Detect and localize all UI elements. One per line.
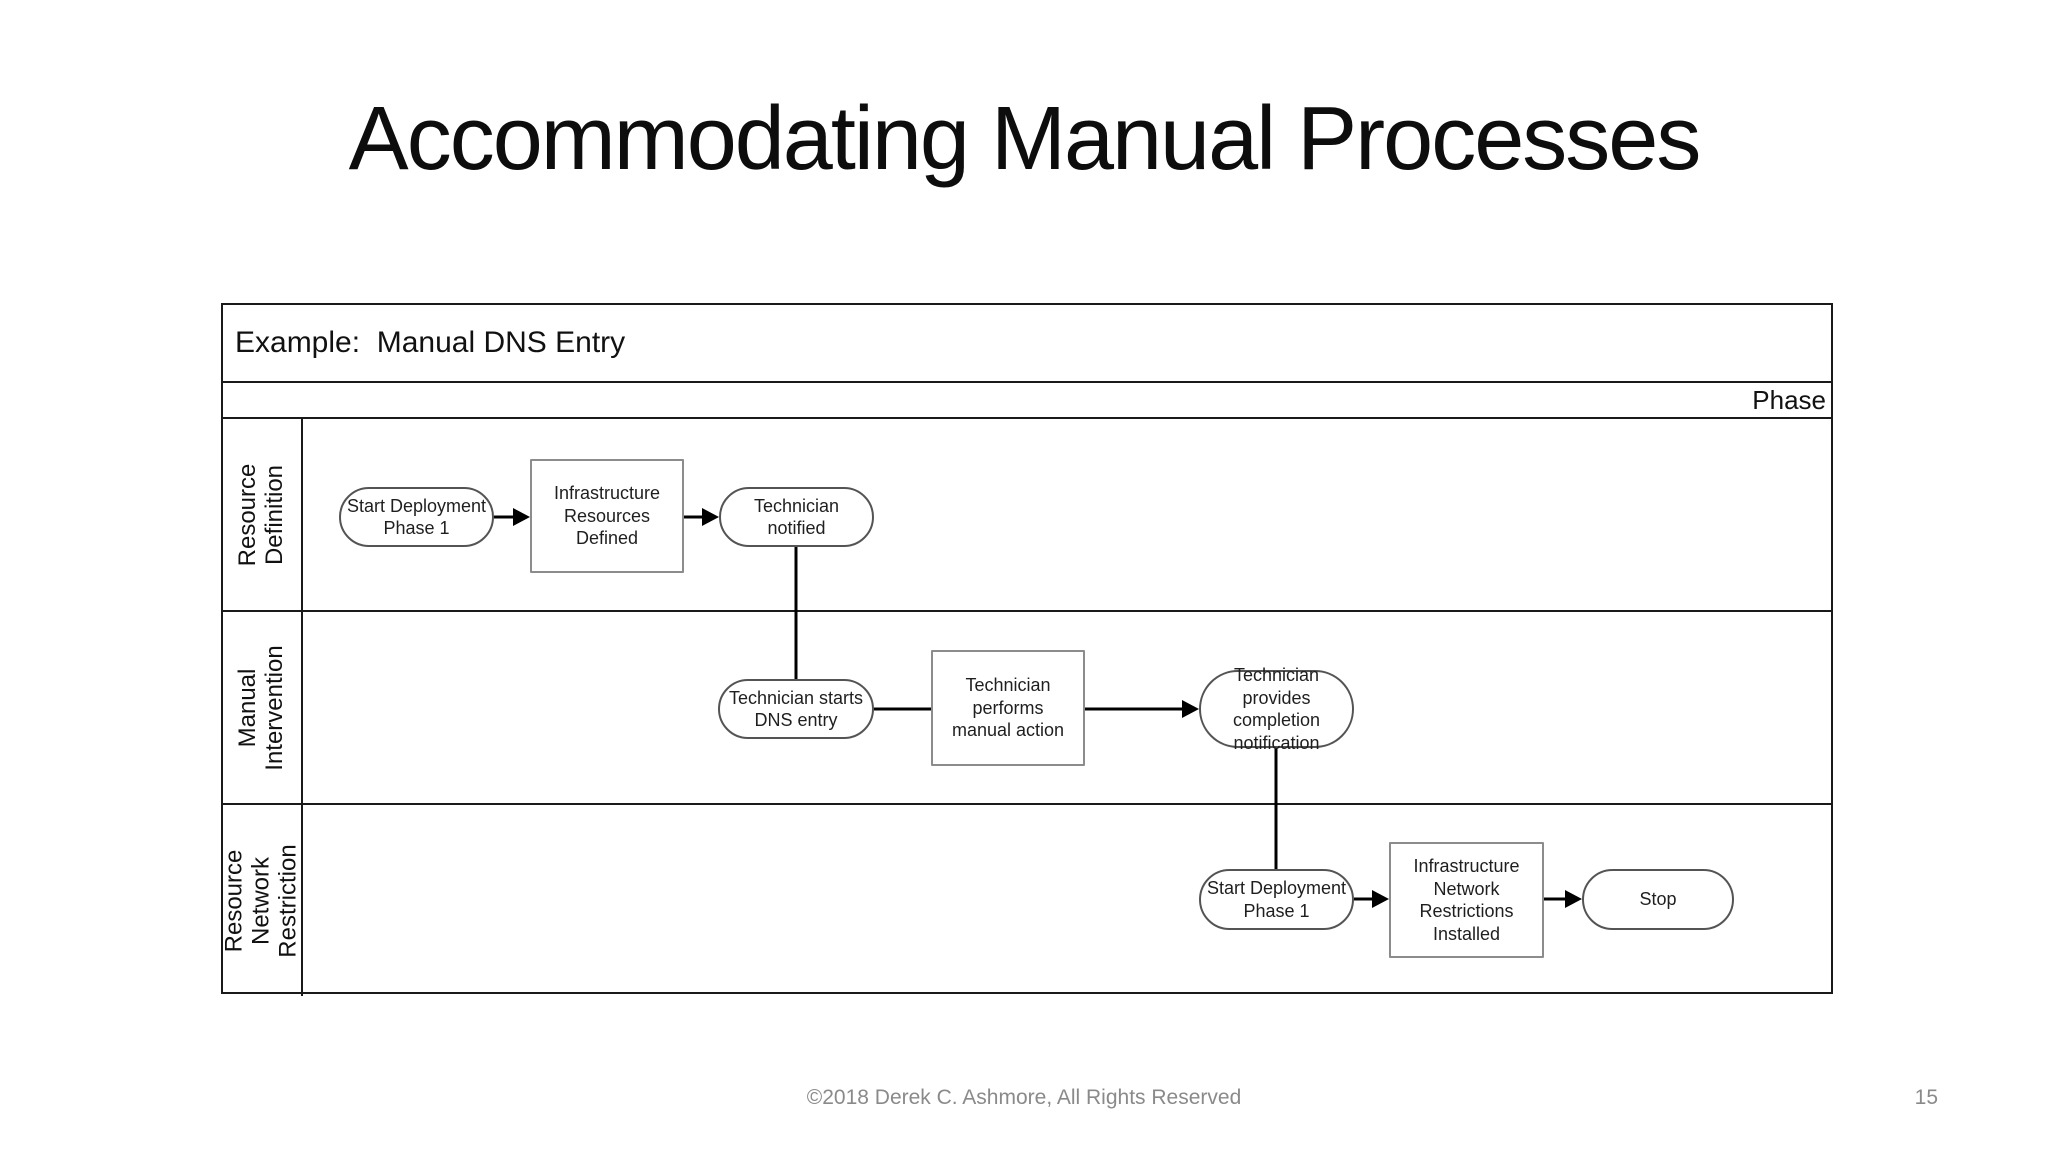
node-start-deployment-phase-1: Start Deployment Phase 1 <box>339 487 494 547</box>
phase-row-label: Phase <box>223 383 1831 419</box>
swimlane-resource-definition: Resource Definition <box>223 419 1831 610</box>
node-start-deployment-phase-1-restriction: Start Deployment Phase 1 <box>1199 869 1354 930</box>
node-stop: Stop <box>1582 869 1734 930</box>
node-technician-provides-completion-notification: Technician provides completion notificat… <box>1199 665 1354 753</box>
copyright-text: ©2018 Derek C. Ashmore, All Rights Reser… <box>806 1086 1242 1109</box>
swimlane-diagram: Example: Manual DNS Entry Phase Resource… <box>221 303 1833 996</box>
node-technician-notified: Technician notified <box>719 487 874 547</box>
lane-label-cell: Manual Intervention <box>223 612 303 803</box>
node-infrastructure-network-restrictions-installed: Infrastructure Network Restrictions Inst… <box>1389 842 1544 958</box>
swimlane-manual-intervention: Manual Intervention <box>223 610 1831 803</box>
flow-connectors <box>494 508 1582 908</box>
node-infrastructure-resources-defined: Infrastructure Resources Defined <box>530 459 684 573</box>
page-number: 15 <box>1914 1086 1938 1109</box>
swimlane-resource-network-restriction: Resource Network Restriction <box>221 803 1831 996</box>
node-technician-performs-manual-action: Technician performs manual action <box>931 650 1085 766</box>
swimlanes: Resource Definition Manual Intervention … <box>221 419 1831 996</box>
node-technician-starts-dns-entry: Technician starts DNS entry <box>718 679 874 739</box>
diagram-example-header: Example: Manual DNS Entry <box>223 305 1831 383</box>
lane-label-cell: Resource Network Restriction <box>221 805 303 996</box>
lane-label-cell: Resource Definition <box>223 419 303 610</box>
page-title: Accommodating Manual Processes <box>348 89 1702 189</box>
